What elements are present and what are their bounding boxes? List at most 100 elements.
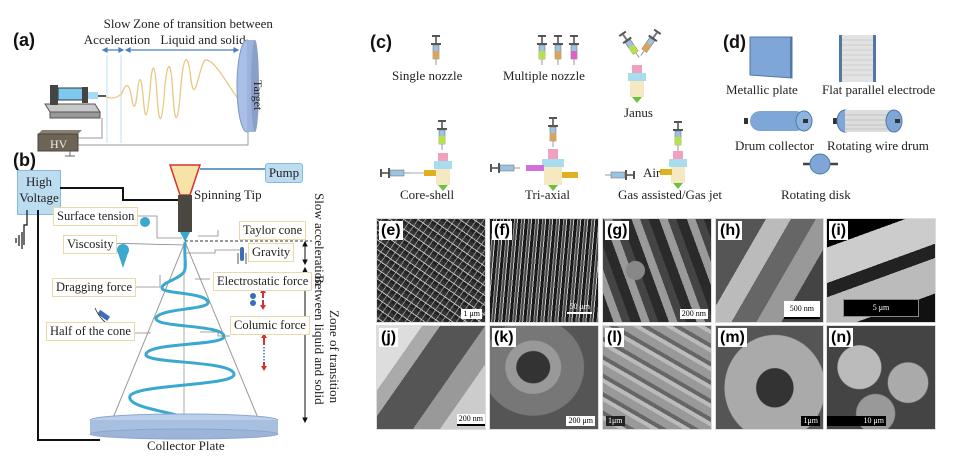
flat-parallel-electrode-label: Flat parallel electrode <box>822 82 936 97</box>
scale-bar-n: 10 μm <box>827 416 886 426</box>
syringe-pump-icon <box>44 85 106 119</box>
scale-bar-l: 1μm <box>606 416 625 426</box>
rotating-wire-drum-label: Rotating wire drum <box>827 138 929 153</box>
multiple-nozzle-icon <box>536 34 580 66</box>
rotating-disk-label: Rotating disk <box>781 187 851 202</box>
multiple-nozzle-label: Multiple nozzle <box>503 68 585 83</box>
scale-bar-g: 200 nm <box>679 309 708 319</box>
dragging-force-label: Dragging force <box>52 278 137 297</box>
sem-image-j: (j) 200 nm <box>376 325 486 430</box>
core-shell-label: Core-shell <box>400 187 455 202</box>
spinning-process-diagram <box>15 164 312 441</box>
scale-bar-k: 200 μm <box>566 416 595 426</box>
taylor-cone-label: Taylor cone <box>239 221 307 240</box>
hv-box <box>37 130 82 157</box>
tri-axial-label: Tri-axial <box>525 187 571 202</box>
sem-label-m: (m) <box>718 328 747 347</box>
metallic-plate-icon <box>749 36 793 79</box>
viscosity-label: Viscosity <box>63 235 118 254</box>
single-nozzle-label: Single nozzle <box>392 68 463 83</box>
scale-bar-h: 500 nm <box>783 301 820 319</box>
panel-a-label: (a) <box>13 30 35 50</box>
sem-image-k: (k) 200 μm <box>489 325 599 430</box>
slow-acceleration-line1: Slow <box>103 16 131 31</box>
scale-bar-j: 200 nm <box>456 414 485 426</box>
charge-icons <box>250 288 267 371</box>
sem-label-e: (e) <box>379 221 403 240</box>
target-plate-icon <box>236 39 259 133</box>
gravity-icon <box>237 247 247 264</box>
electrostatic-force-label: Electrostatic force <box>213 272 313 291</box>
rotating-wire-drum-icon <box>833 109 903 133</box>
transition-arrow <box>124 47 240 53</box>
sem-image-i: (i) 5 μm <box>826 218 936 323</box>
pump-box: Pump <box>265 163 303 183</box>
high-voltage-line2: Voltage <box>19 190 59 205</box>
sem-label-l: (l) <box>605 328 625 347</box>
taylor-cone-shape <box>180 232 190 242</box>
tri-axial-nozzle-icon <box>489 116 636 191</box>
viscosity-droplet-icon <box>117 244 129 268</box>
surface-tension-droplet-icon <box>140 217 150 227</box>
sem-label-j: (j) <box>379 328 399 347</box>
panel-c-label: (c) <box>370 32 392 52</box>
sem-image-m: (m) 1μm <box>715 325 824 430</box>
sem-label-g: (g) <box>605 221 630 240</box>
scale-bar-i: 5 μm <box>843 299 919 317</box>
panel-b-label: (b) <box>13 150 36 170</box>
collector-types <box>744 35 903 175</box>
janus-nozzle-icon <box>617 27 663 103</box>
scale-bar-e: 1 μm <box>461 309 482 319</box>
gas-assisted-nozzle-icon <box>660 120 687 189</box>
sem-image-f: (f) 50 μm <box>489 218 599 323</box>
single-nozzle-icon <box>430 34 442 66</box>
sem-label-i: (i) <box>829 221 849 240</box>
sem-image-g: (g) 200 nm <box>602 218 712 323</box>
sem-image-e: (e) 1 μm <box>376 218 486 323</box>
gas-assisted-label: Gas assisted/Gas jet <box>618 187 722 202</box>
slow-accel-arrow <box>101 47 125 53</box>
air-label: Air <box>643 165 661 180</box>
nozzle-configurations <box>379 27 687 191</box>
spinning-tip-label: Spinning Tip <box>194 187 262 202</box>
surface-tension-label: Surface tension <box>53 207 139 226</box>
sem-label-f: (f) <box>492 221 512 240</box>
gravity-label: Gravity <box>248 243 295 262</box>
spinning-tip <box>178 195 192 232</box>
collector-plate-label: Collector Plate <box>147 438 225 453</box>
spiral-jet <box>128 241 236 420</box>
drum-collector-icon <box>744 110 813 132</box>
slow-acceleration-label: Slow Acceleration <box>62 16 172 48</box>
electrospinning-setup-diagram <box>37 39 259 157</box>
slow-acceleration-line2: Acceleration <box>83 32 151 47</box>
hv-label: HV <box>50 137 68 151</box>
sem-image-h: (h) 500 nm <box>715 218 824 323</box>
sem-image-l: (l) 1μm <box>602 325 712 430</box>
sem-label-k: (k) <box>492 328 516 347</box>
transition-zone-line2: Liquid and solid <box>160 32 246 47</box>
core-shell-nozzle-icon <box>379 119 452 191</box>
collector-plate-icon <box>89 413 279 440</box>
zone-of-transition-side-label: Zone of transition <box>327 310 342 404</box>
sem-image-n: (n) 10 μm <box>826 325 936 430</box>
hv-wire <box>60 187 185 201</box>
columic-force-label: Columic force <box>230 316 310 335</box>
flat-parallel-electrode-icon <box>839 35 876 82</box>
janus-label: Janus <box>624 105 653 120</box>
scale-bar-m: 1μm <box>801 416 820 426</box>
fiber-jet <box>105 59 243 120</box>
between-liquid-solid-label: Between liquid and solid <box>312 275 327 405</box>
sem-label-h: (h) <box>718 221 743 240</box>
metallic-plate-label: Metallic plate <box>726 82 798 97</box>
scale-bar-f: 50 μm <box>567 302 592 314</box>
sem-label-n: (n) <box>829 328 854 347</box>
high-voltage-line1: High <box>26 174 52 189</box>
transition-zone-line1: Zone of transition between <box>133 16 273 31</box>
target-label: Target <box>251 80 265 111</box>
panel-d-label: (d) <box>723 32 746 52</box>
drum-collector-label: Drum collector <box>735 138 815 153</box>
slow-acceleration-side-label: Slow acceleration <box>312 193 327 286</box>
half-cone-label: Half of the cone <box>46 322 135 341</box>
transition-zone-label: Zone of transition between Liquid and so… <box>128 16 278 48</box>
rotating-disk-icon <box>803 153 838 175</box>
